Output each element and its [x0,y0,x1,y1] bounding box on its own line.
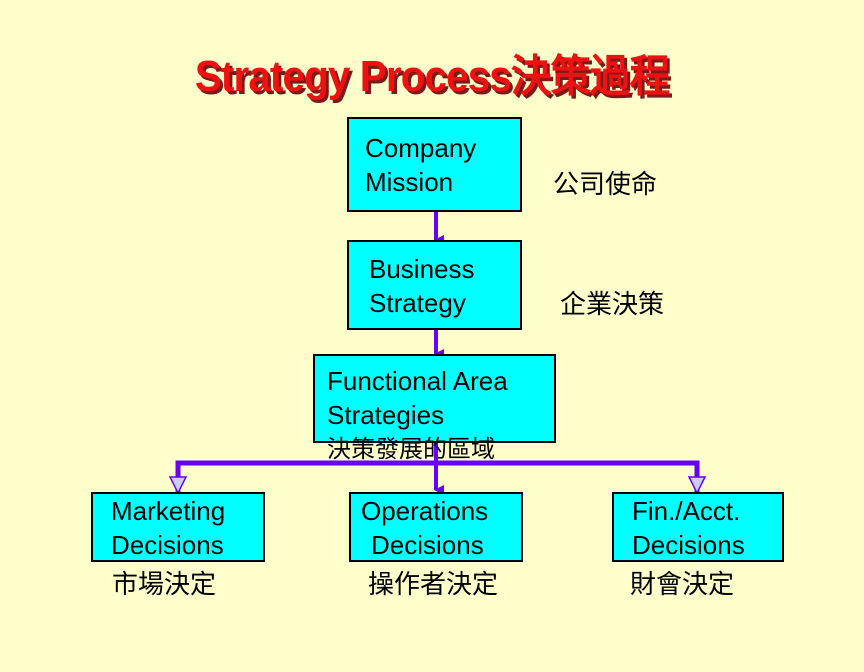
operations-note: 操作者決定 [368,570,499,600]
functional-area-line2: Strategies [327,400,445,430]
business-strategy-note: 企業決策 [560,290,665,320]
functional-area-note: 決策發展的區域 [327,435,495,463]
finance-line2: Decisions [632,530,745,560]
marketing-line2: Decisions [111,530,224,560]
company-mission-box: Company Mission [347,117,522,212]
company-mission-line1: Company [365,133,477,163]
marketing-decisions-box: Marketing Decisions [91,492,265,562]
finance-note: 財會決定 [630,570,735,600]
business-strategy-line1: Business [369,254,475,284]
operations-line1: Operations [361,496,489,526]
marketing-line1: Marketing [111,496,226,526]
open-arrowhead-finance [687,476,707,495]
page-title: Strategy Process決策過程 [194,52,670,101]
company-mission-line2: Mission [365,167,454,197]
open-arrowhead-marketing [168,476,188,495]
finance-decisions-box: Fin./Acct. Decisions [612,492,784,562]
company-mission-note: 公司使命 [553,170,658,200]
finance-line1: Fin./Acct. [632,496,741,526]
operations-line2: Decisions [371,530,484,560]
business-strategy-line2: Strategy [369,288,466,318]
business-strategy-box: Business Strategy [347,240,522,330]
functional-area-box: Functional Area Strategies 決策發展的區域 [313,354,556,463]
marketing-note: 市場決定 [112,570,217,600]
functional-area-line1: Functional Area [327,366,508,396]
operations-decisions-box: Operations Decisions [349,492,523,562]
